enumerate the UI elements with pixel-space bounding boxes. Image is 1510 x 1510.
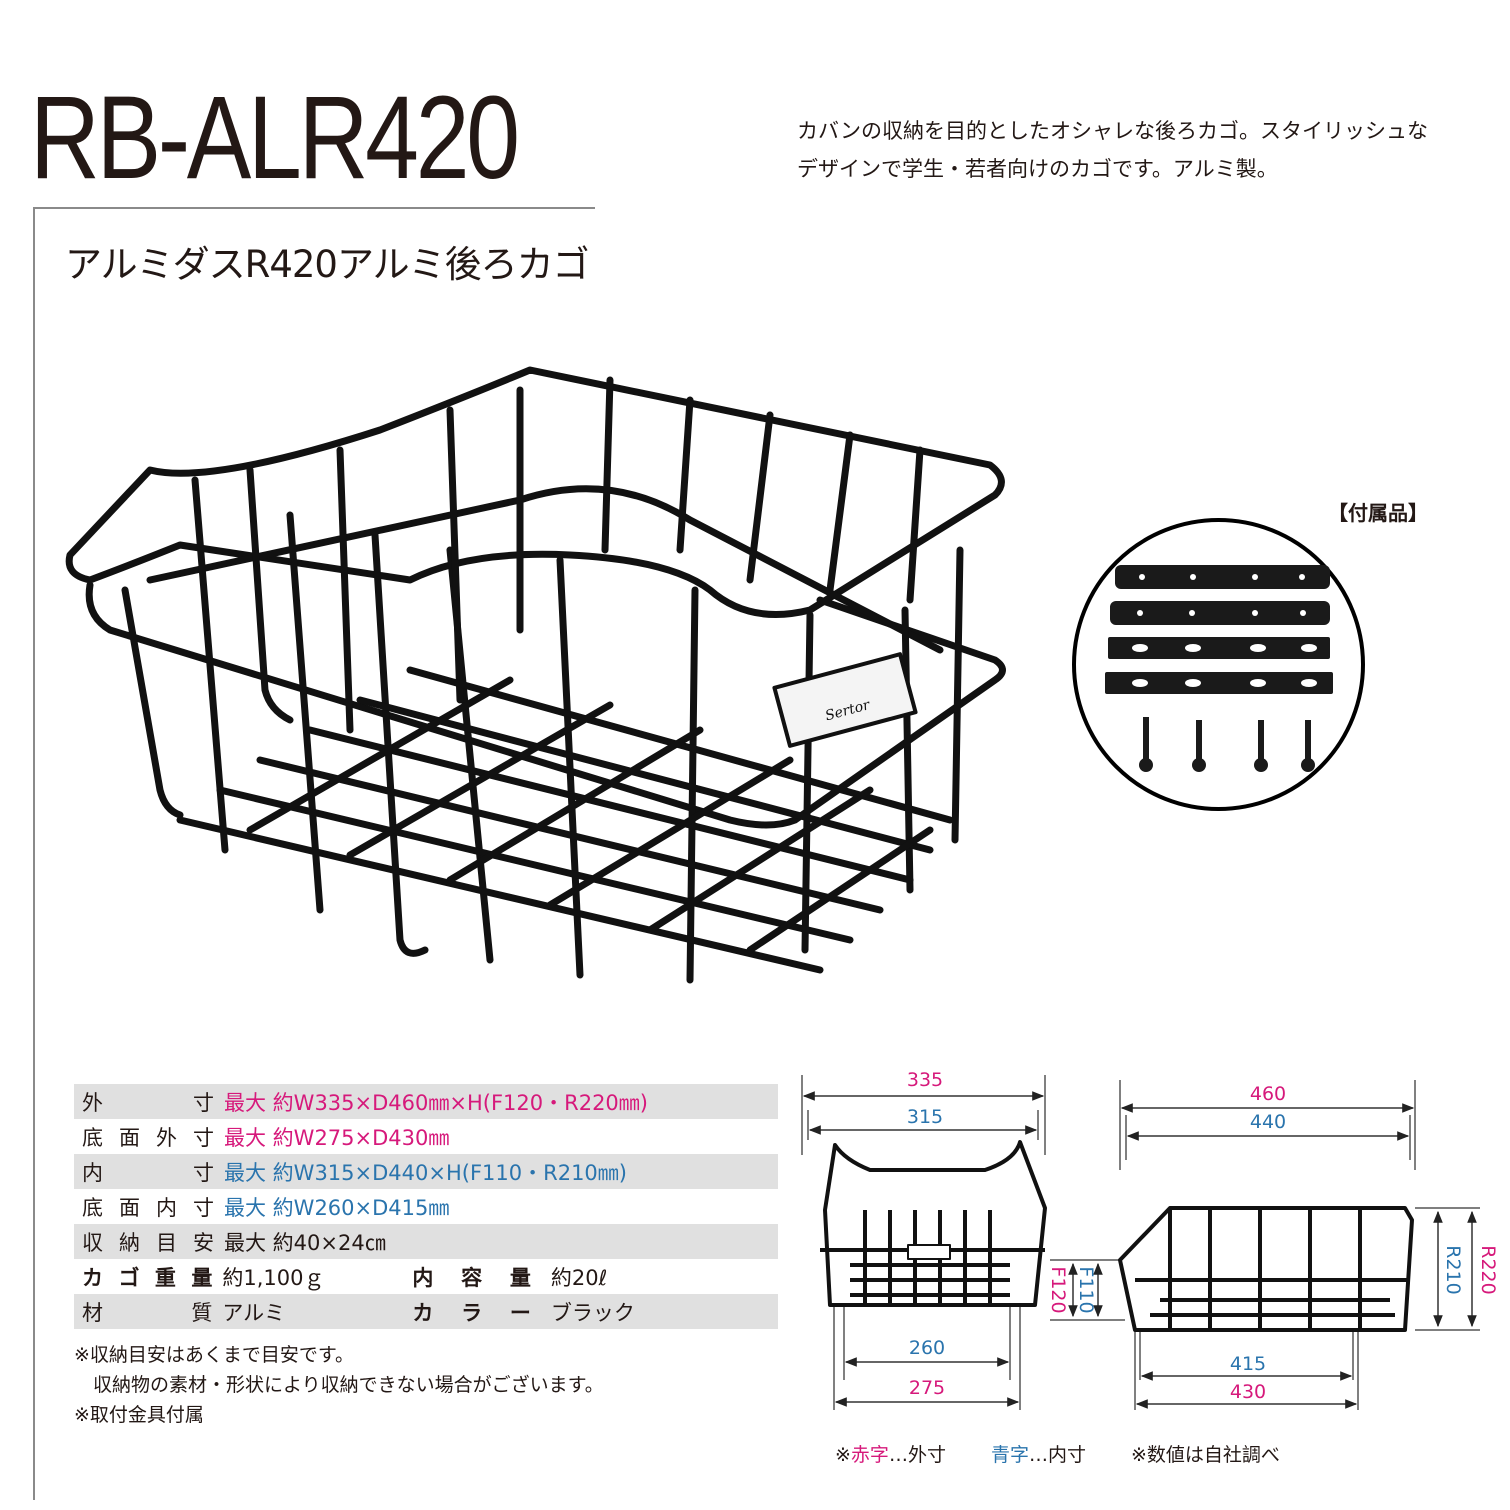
dim-rear-inner-height: R210 xyxy=(1442,1245,1464,1294)
description-line: デザインで学生・若者向けのカゴです。アルミ製。 xyxy=(797,157,1278,181)
spec-key-color: カラー xyxy=(412,1300,531,1325)
legend-blue-text: 青字 xyxy=(990,1444,1029,1466)
spec-row-outer-size: 外寸 最大 約W335×D460㎜×H(F120・R220㎜) xyxy=(74,1084,778,1119)
spec-value: アルミ xyxy=(222,1300,286,1325)
legend-blue-meaning: …内寸 xyxy=(1028,1444,1086,1466)
legend-note: ※数値は自社調べ xyxy=(1130,1444,1280,1466)
frame-divider-top xyxy=(33,207,595,209)
legend-red-meaning: …外寸 xyxy=(888,1444,946,1466)
spec-key: 底面外寸 xyxy=(82,1125,214,1150)
spec-row-bottom-outer-size: 底面外寸 最大 約W275×D430㎜ xyxy=(74,1119,778,1154)
dim-front-inner-height: F110 xyxy=(1075,1266,1097,1313)
accessories-parts-illustration xyxy=(1105,565,1333,772)
spec-value: 最大 約40×24㎝ xyxy=(224,1230,386,1255)
frame-divider-left xyxy=(33,207,35,1500)
spec-row-bottom-inner-size: 底面内寸 最大 約W260×D415㎜ xyxy=(74,1189,778,1224)
note-line: 収納物の素材・形状により収納できない場合がございます。 xyxy=(74,1374,604,1396)
color-legend: ※赤字…外寸 青字…内寸 ※数値は自社調べ xyxy=(835,1440,1280,1467)
note-line: ※取付金具付属 xyxy=(74,1404,204,1426)
accessories-label: 【付属品】 xyxy=(1328,501,1428,525)
spec-row-material-color: 材質 アルミ カラー ブラック xyxy=(74,1294,778,1329)
note-line: ※収納目安はあくまで目安です。 xyxy=(74,1344,355,1366)
dim-side-outer-bottom: 430 xyxy=(1230,1381,1266,1403)
dim-front-outer-bottom: 275 xyxy=(909,1377,945,1399)
spec-table: 外寸 最大 約W335×D460㎜×H(F120・R220㎜) 底面外寸 最大 … xyxy=(74,1084,778,1329)
bolts xyxy=(1139,717,1315,772)
spec-key: カゴ重量 xyxy=(82,1265,213,1290)
basket-photo: Sertor xyxy=(65,366,1006,984)
spec-value: 最大 約W315×D440×H(F110・R210㎜) xyxy=(224,1160,627,1185)
model-number: RB-ALR420 xyxy=(30,72,520,204)
dim-front-inner-bottom: 260 xyxy=(909,1337,945,1359)
spec-value: 約1,100ｇ xyxy=(222,1265,325,1290)
spec-key: 材質 xyxy=(82,1300,213,1325)
spec-key: 外寸 xyxy=(82,1090,214,1115)
spec-key: 収納目安 xyxy=(82,1230,214,1255)
product-description: カバンの収納を目的としたオシャレな後ろカゴ。スタイリッシュな デザインで学生・若… xyxy=(797,112,1507,188)
spec-value: 最大 約W260×D415㎜ xyxy=(224,1195,450,1220)
dim-front-outer-height: F120 xyxy=(1047,1266,1069,1313)
product-name: アルミダスR420アルミ後ろカゴ xyxy=(65,243,590,286)
dim-side-outer-depth: 460 xyxy=(1250,1083,1286,1105)
dimension-diagrams: 335 315 260 275 460 440 415 430 F120 F11… xyxy=(801,1069,1499,1410)
spec-value: 最大 約W275×D430㎜ xyxy=(224,1125,450,1150)
dim-front-outer-width: 335 xyxy=(907,1069,943,1091)
spec-key-capacity: 内容量 xyxy=(412,1265,531,1290)
dim-side-inner-bottom: 415 xyxy=(1230,1353,1266,1375)
bracket-plates xyxy=(1105,565,1333,694)
legend-red-text: 赤字 xyxy=(850,1444,889,1466)
dim-side-inner-depth: 440 xyxy=(1250,1111,1286,1133)
description-line: カバンの収納を目的としたオシャレな後ろカゴ。スタイリッシュな xyxy=(797,119,1429,143)
spec-value: 最大 約W335×D460㎜×H(F120・R220㎜) xyxy=(224,1090,648,1115)
spec-row-inner-size: 内寸 最大 約W315×D440×H(F110・R210㎜) xyxy=(74,1154,778,1189)
spec-value-color: ブラック xyxy=(550,1300,635,1325)
spec-value-capacity: 約20ℓ xyxy=(550,1265,608,1290)
spec-row-storage-guide: 収納目安 最大 約40×24㎝ xyxy=(74,1224,778,1259)
spec-row-weight-capacity: カゴ重量 約1,100ｇ 内容量 約20ℓ xyxy=(74,1259,778,1294)
dim-rear-outer-height: R220 xyxy=(1477,1245,1499,1294)
legend-prefix: ※ xyxy=(835,1444,851,1466)
spec-key: 内寸 xyxy=(82,1160,214,1185)
notes: ※収納目安はあくまで目安です。 収納物の素材・形状により収納できない場合がござい… xyxy=(74,1340,604,1430)
spec-key: 底面内寸 xyxy=(82,1195,214,1220)
dim-front-inner-width: 315 xyxy=(907,1106,943,1128)
